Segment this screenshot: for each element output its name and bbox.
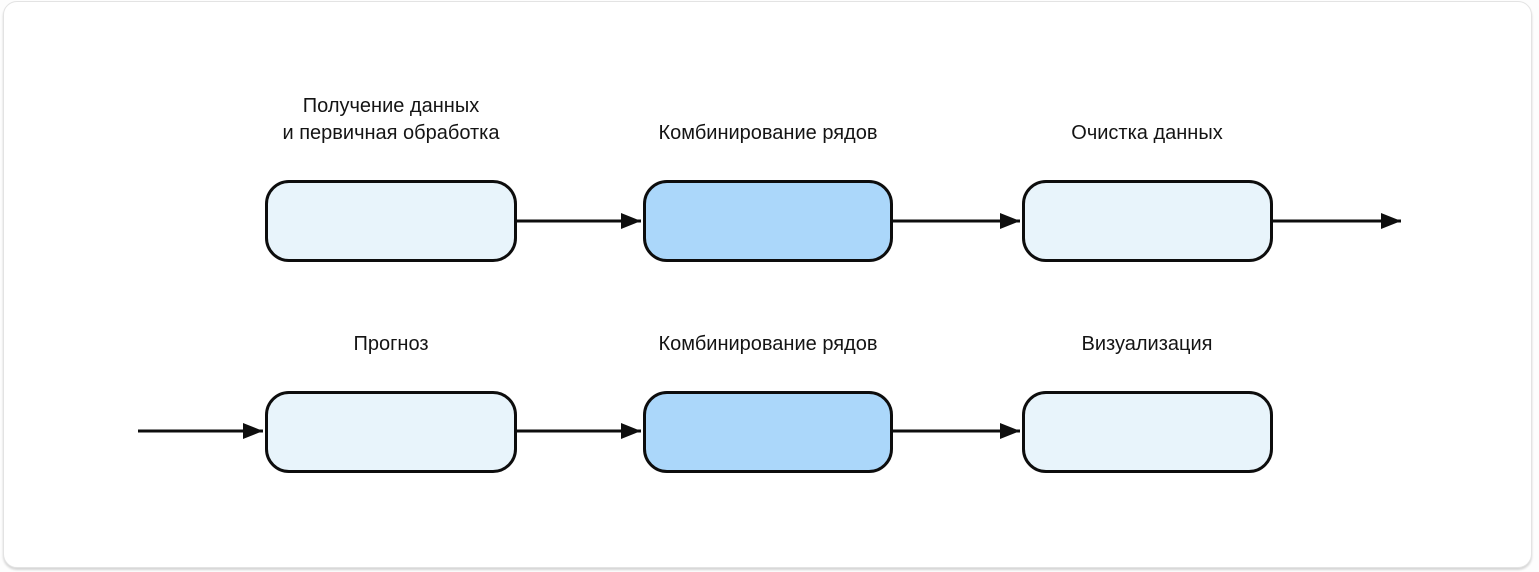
label-cleaning: Очистка данных	[1071, 122, 1223, 144]
node-forecast	[265, 391, 517, 473]
node-combining-2	[643, 391, 893, 473]
node-acquisition	[265, 180, 517, 262]
label-forecast: Прогноз	[353, 333, 429, 355]
label-acquisition: Получение данных и первичная обработка	[282, 95, 500, 144]
label-combining-2: Комбинирование рядов	[658, 333, 878, 355]
diagram-card	[3, 1, 1532, 568]
label-visualization: Визуализация	[1081, 333, 1213, 355]
node-cleaning	[1022, 180, 1273, 262]
node-visualization	[1022, 391, 1273, 473]
node-combining-1	[643, 180, 893, 262]
label-combining-1: Комбинирование рядов	[658, 122, 878, 144]
